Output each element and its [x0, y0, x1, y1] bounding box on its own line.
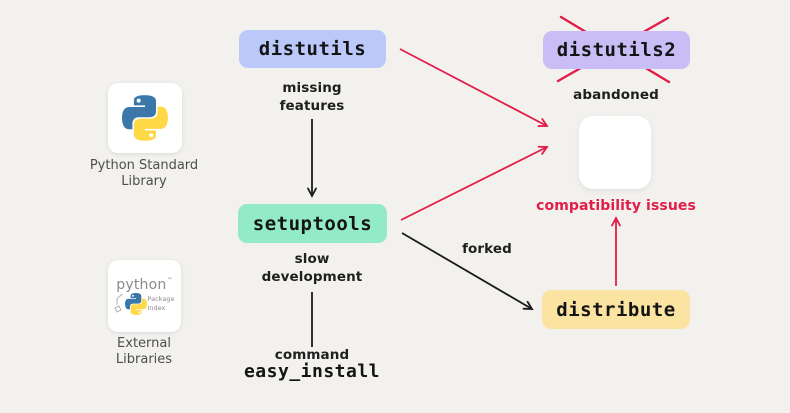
node-distutils2: distutils2 — [543, 31, 690, 69]
external-libraries-card: python™ Package Index — [108, 260, 181, 332]
external-libraries-label: External Libraries — [115, 336, 173, 367]
label-command: command — [274, 347, 350, 363]
pypi-subtitle: Package Index — [147, 295, 175, 312]
pypi-trademark: ™ — [166, 276, 173, 284]
python-mini-logo-icon — [125, 293, 147, 315]
label-slow-development: slow development — [261, 251, 363, 285]
label-forked: forked — [462, 241, 512, 257]
node-distribute: distribute — [542, 290, 690, 329]
label-abandoned: abandoned — [573, 87, 659, 103]
pypi-logo: python™ Package Index — [113, 276, 175, 315]
python-logo-icon — [122, 95, 168, 141]
node-distutils: distutils — [239, 30, 386, 68]
python-standard-library-label: Python Standard Library — [89, 158, 199, 189]
arrow-setuptools-to-compatibility — [400, 145, 549, 221]
python-standard-library-card — [108, 83, 182, 153]
label-missing-features: missing features — [279, 80, 345, 114]
label-compatibility-issues: compatibility issues — [536, 198, 696, 214]
compatibility-issues-box — [579, 116, 651, 189]
label-easy-install: easy_install — [243, 361, 381, 382]
pypi-crane-hook-icon — [113, 293, 123, 313]
node-setuptools: setuptools — [238, 204, 387, 243]
pypi-wordmark: python™ — [116, 276, 173, 293]
arrow-distutils-to-compatibility — [399, 48, 549, 127]
